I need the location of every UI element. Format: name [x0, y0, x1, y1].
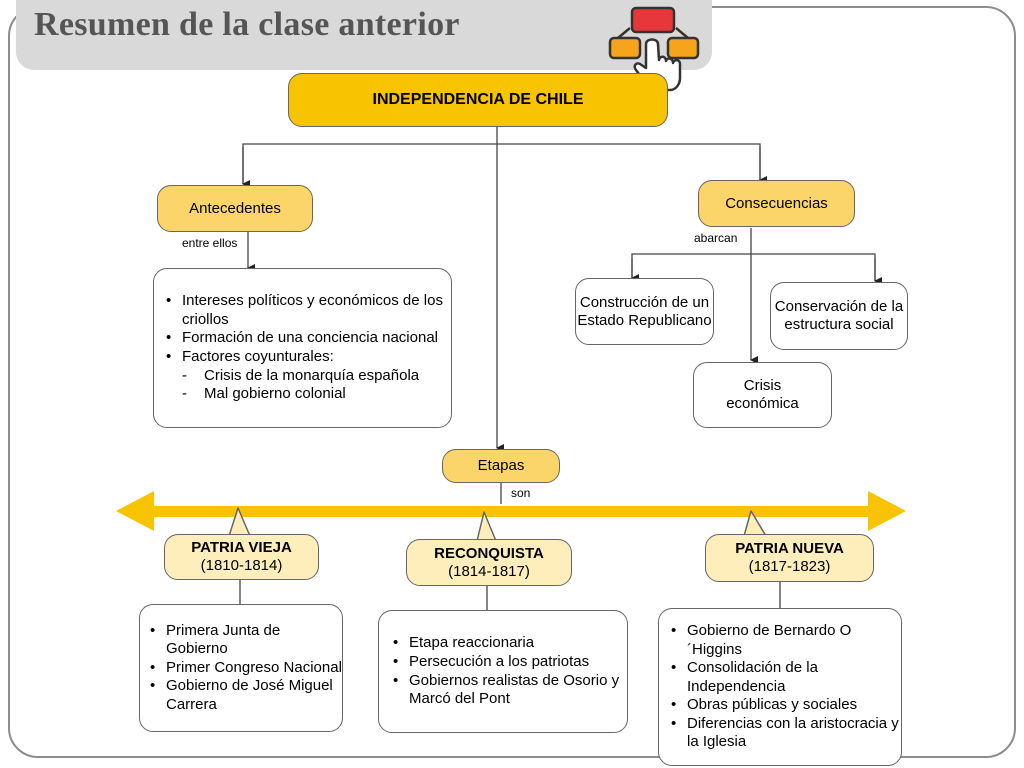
stage-patria-nueva: PATRIA NUEVA (1817-1823) — [705, 534, 874, 582]
antecedentes-node: Antecedentes — [157, 185, 313, 232]
antecedentes-label: Antecedentes — [189, 199, 281, 217]
stage-years: (1810-1814) — [200, 557, 283, 574]
stage-details-patria-nueva: Gobierno de Bernardo O´HigginsConsolidac… — [658, 608, 902, 766]
consecuencias-node: Consecuencias — [698, 180, 855, 227]
etapas-label: Etapas — [477, 457, 525, 474]
stage-name: RECONQUISTA — [434, 544, 544, 562]
stage-name: PATRIA NUEVA — [735, 540, 844, 557]
list-item: Obras públicas y sociales — [667, 696, 901, 715]
consecuencias-connector: abarcan — [694, 231, 738, 245]
list-item: Gobiernos realistas de Osorio y Marcó de… — [389, 672, 627, 709]
consecuencias-label: Consecuencias — [725, 194, 828, 212]
stage-items: Etapa reaccionariaPersecución a los patr… — [389, 634, 627, 708]
list-item: Factores coyunturales: — [162, 348, 451, 367]
root-node: INDEPENDENCIA DE CHILE — [288, 73, 668, 127]
stage-patria-vieja: PATRIA VIEJA (1810-1814) — [164, 534, 319, 580]
list-item: Gobierno de Bernardo O´Higgins — [667, 622, 901, 659]
stage-years: (1817-1823) — [748, 558, 831, 575]
stage-reconquista: RECONQUISTA (1814-1817) — [406, 539, 572, 586]
consecuencia-label: Conservación de la estructura social — [774, 298, 904, 333]
antecedentes-connector: entre ellos — [182, 236, 238, 250]
consecuencia-label: Construcción de un Estado Republicano — [577, 293, 712, 329]
consecuencia-estructura-social: Conservación de la estructura social — [770, 282, 908, 350]
consecuencia-estado-republicano: Construcción de un Estado Republicano — [575, 278, 714, 345]
list-item: Intereses políticos y económicos de los … — [162, 292, 451, 329]
timeline-arrow — [116, 491, 906, 531]
stage-items: Gobierno de Bernardo O´HigginsConsolidac… — [667, 622, 901, 752]
antecedentes-list: Intereses políticos y económicos de los … — [153, 268, 452, 428]
list-item: Mal gobierno colonial — [162, 385, 451, 404]
slide-title: Resumen de la clase anterior — [34, 6, 460, 43]
list-item: Formación de una conciencia nacional — [162, 329, 451, 348]
list-item: Persecución a los patriotas — [389, 653, 627, 672]
title-bar — [16, 0, 712, 70]
consecuencia-crisis-economica: Crisis económica — [693, 362, 832, 428]
list-item: Crisis de la monarquía española — [162, 367, 451, 386]
stage-details-reconquista: Etapa reaccionariaPersecución a los patr… — [378, 610, 628, 733]
list-item: Gobierno de José Miguel Carrera — [146, 677, 342, 714]
list-item: Primer Congreso Nacional — [146, 659, 342, 678]
list-item: Primera Junta de Gobierno — [146, 622, 342, 659]
stage-details-patria-vieja: Primera Junta de GobiernoPrimer Congreso… — [139, 604, 343, 732]
hierarchy-click-icon — [608, 6, 700, 92]
consecuencia-label: Crisis económica — [726, 377, 799, 412]
stage-name: PATRIA VIEJA — [191, 539, 292, 556]
list-item: Diferencias con la aristocracia y la Igl… — [667, 715, 901, 752]
etapas-connector: son — [511, 486, 531, 500]
stage-items: Primera Junta de GobiernoPrimer Congreso… — [146, 622, 342, 715]
list-item: Consolidación de la Independencia — [667, 659, 901, 696]
root-label: INDEPENDENCIA DE CHILE — [372, 91, 584, 108]
list-item: Etapa reaccionaria — [389, 634, 627, 653]
antecedentes-items: Intereses políticos y económicos de los … — [162, 292, 451, 404]
etapas-node: Etapas — [442, 449, 560, 483]
stage-years: (1814-1817) — [448, 562, 530, 580]
